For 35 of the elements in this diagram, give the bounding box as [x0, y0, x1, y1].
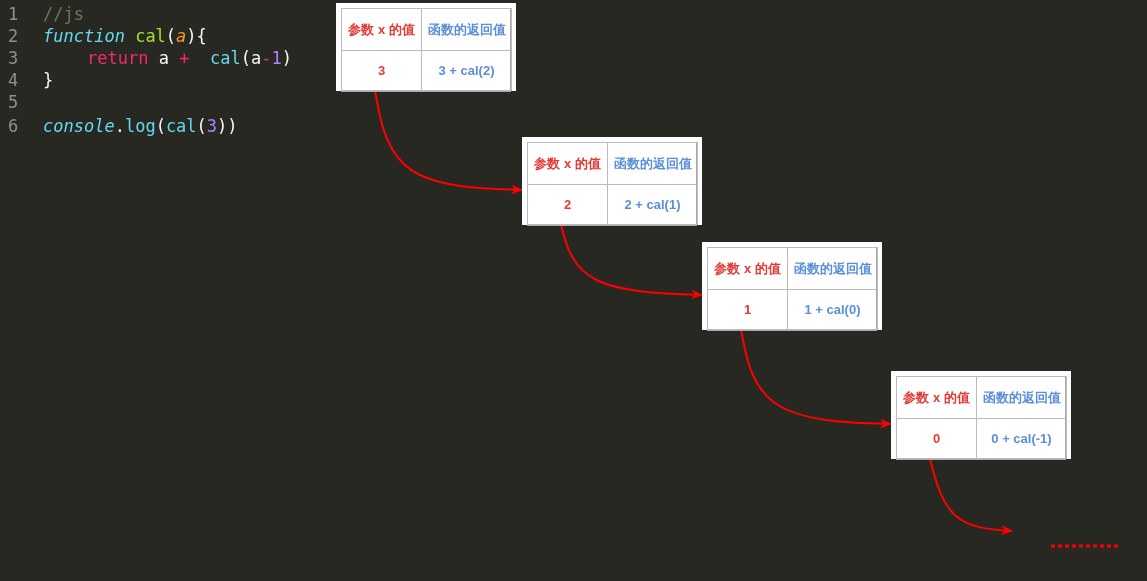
line-number: 6 [8, 115, 19, 137]
column-header: 函数的返回值 [787, 247, 878, 290]
table-cell: 3 + cal(2) [421, 50, 512, 91]
table-cell: 0 + cal(-1) [976, 418, 1067, 459]
code-line: return a + cal(a-1) [87, 47, 292, 69]
column-header: 参数 x 的值 [527, 142, 608, 185]
table-card [522, 137, 702, 225]
column-header: 参数 x 的值 [896, 376, 977, 419]
column-header: 参数 x 的值 [707, 247, 788, 290]
table-cell: 1 + cal(0) [787, 289, 878, 330]
line-number: 3 [8, 47, 19, 69]
line-number: 5 [8, 91, 19, 113]
table-cell: 1 [707, 289, 788, 330]
arrow [740, 329, 893, 429]
table-card [336, 3, 516, 91]
code-line: console.log(cal(3)) [43, 115, 238, 137]
line-number: 2 [8, 25, 19, 47]
line-number: 1 [8, 3, 19, 25]
column-header: 函数的返回值 [421, 8, 512, 51]
table-cell: 3 [341, 50, 422, 91]
code-line: function cal(a){ [43, 25, 207, 47]
code-line: } [43, 69, 54, 91]
column-header: 函数的返回值 [607, 142, 698, 185]
code-line: //js [43, 3, 84, 25]
table-cell: 2 + cal(1) [607, 184, 698, 225]
column-header: 参数 x 的值 [341, 8, 422, 51]
table-card [891, 371, 1071, 459]
column-header: 函数的返回值 [976, 376, 1067, 419]
line-number: 4 [8, 69, 19, 91]
arrow [560, 224, 704, 300]
table-card [702, 242, 882, 330]
table-cell: 0 [896, 418, 977, 459]
arrow [929, 458, 1014, 535]
arrow [374, 90, 524, 195]
table-cell: 2 [527, 184, 608, 225]
